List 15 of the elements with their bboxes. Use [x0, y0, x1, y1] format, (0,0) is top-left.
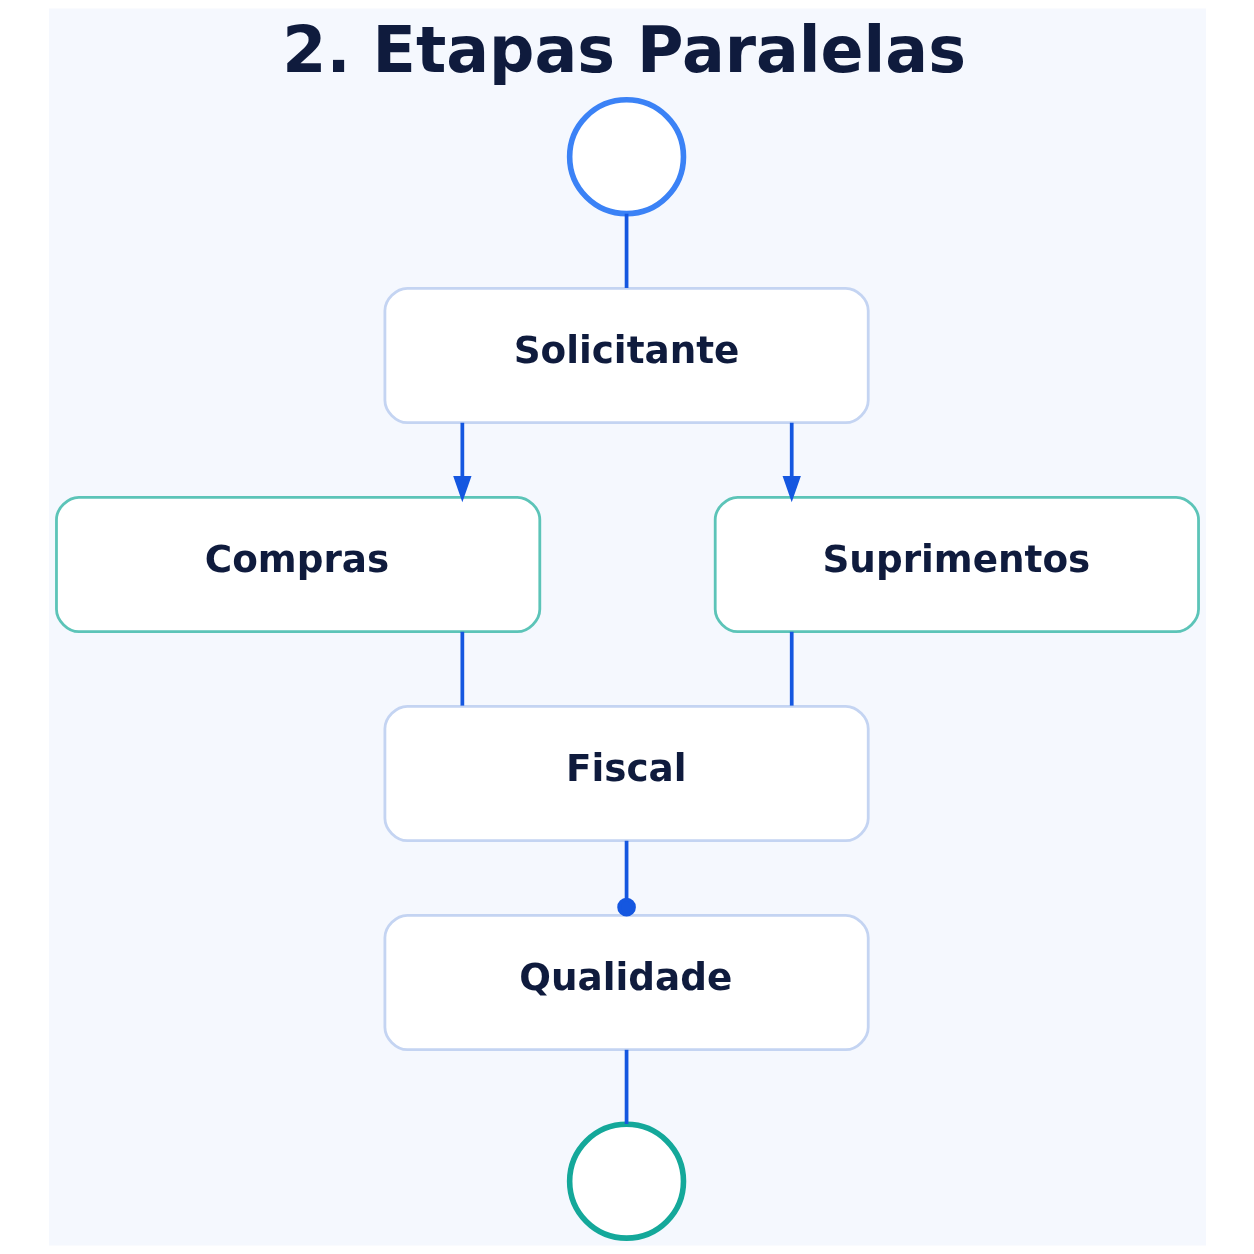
node-box: Solicitante	[383, 286, 870, 425]
node-box: Compras	[54, 495, 541, 634]
node-circle	[566, 1121, 686, 1241]
diagram-title: 2. Etapas Paralelas	[281, 13, 966, 88]
node-box: Qualidade	[383, 913, 870, 1052]
node-circle	[566, 97, 686, 217]
connector	[460, 631, 464, 706]
arrow	[452, 422, 471, 503]
arrow	[782, 422, 801, 503]
connector	[624, 213, 628, 288]
node-box: Fiscal	[383, 704, 870, 843]
node-box: Suprimentos	[713, 495, 1200, 634]
connector	[616, 840, 636, 917]
connector	[624, 1049, 628, 1124]
connector	[789, 631, 794, 706]
